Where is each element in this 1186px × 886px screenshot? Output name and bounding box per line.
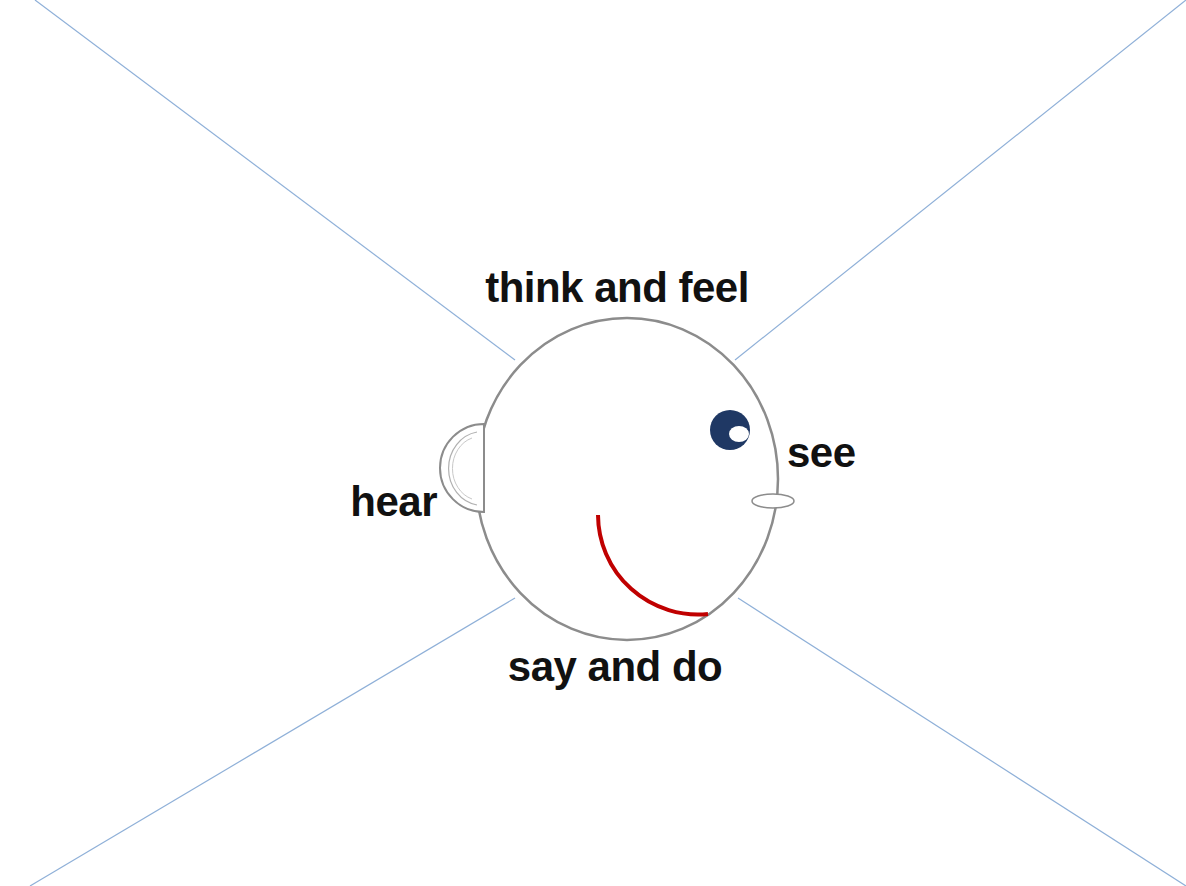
quadrant-divider [35, 0, 515, 360]
head-outline [476, 318, 778, 640]
ear [440, 424, 484, 512]
quadrant-divider [735, 0, 1186, 360]
eye [710, 410, 750, 450]
nose [752, 494, 794, 508]
ear-inner [449, 432, 477, 505]
mouth [598, 515, 708, 615]
quadrant-label: hear [347, 479, 440, 525]
quadrant-label: see [784, 430, 859, 476]
ear-inner [452, 438, 472, 499]
eye-highlight [729, 426, 749, 442]
quadrant-label: say and do [505, 644, 725, 690]
quadrant-divider [30, 598, 515, 886]
quadrant-divider [738, 598, 1186, 886]
quadrant-label: think and feel [482, 265, 752, 311]
